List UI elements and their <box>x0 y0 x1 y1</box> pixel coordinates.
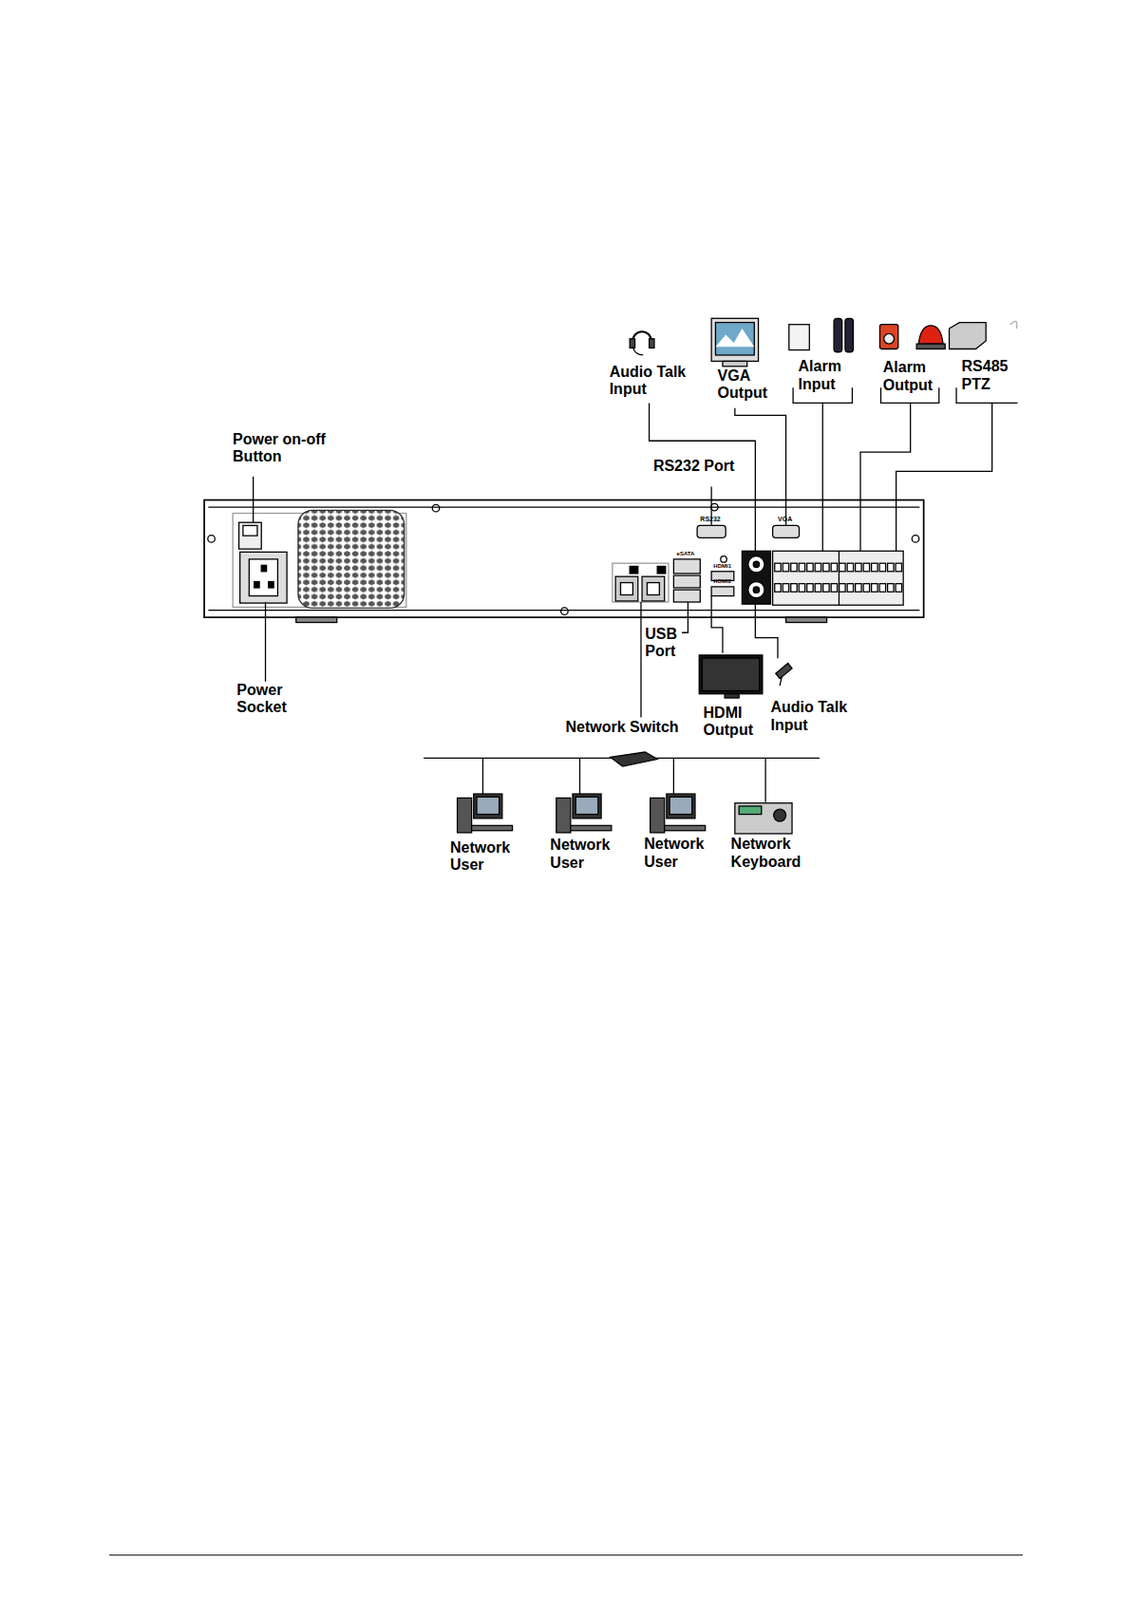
panel-marking: RS232 <box>699 515 731 524</box>
callout-label: USB Port <box>644 625 690 661</box>
panel-marking: VGA <box>777 515 803 524</box>
callout-label: Network User <box>549 836 623 872</box>
callout-label: Network Switch <box>565 718 699 736</box>
callout-label: VGA Output <box>717 367 782 403</box>
callout-label: Audio Talk Input <box>771 698 869 735</box>
callout-label: Audio Talk Input <box>609 363 708 399</box>
callout-label: Network User <box>643 835 717 871</box>
callout-label: Alarm Input <box>798 358 858 394</box>
panel-marking: HDMI2 <box>713 578 740 585</box>
callout-label: RS485 PTZ <box>962 358 1023 394</box>
callout-label: HDMI Output <box>703 704 768 740</box>
callout-label: Network Keyboard <box>731 835 824 871</box>
callout-label: Network User <box>450 839 524 875</box>
callout-label: Alarm Output <box>883 358 949 395</box>
panel-marking: eSATA <box>677 550 704 558</box>
callout-label: RS232 Port <box>653 457 766 475</box>
callout-label: Power on-off Button <box>232 431 351 467</box>
callout-label: Power Socket <box>236 681 310 717</box>
panel-marking: HDMI1 <box>713 563 740 570</box>
